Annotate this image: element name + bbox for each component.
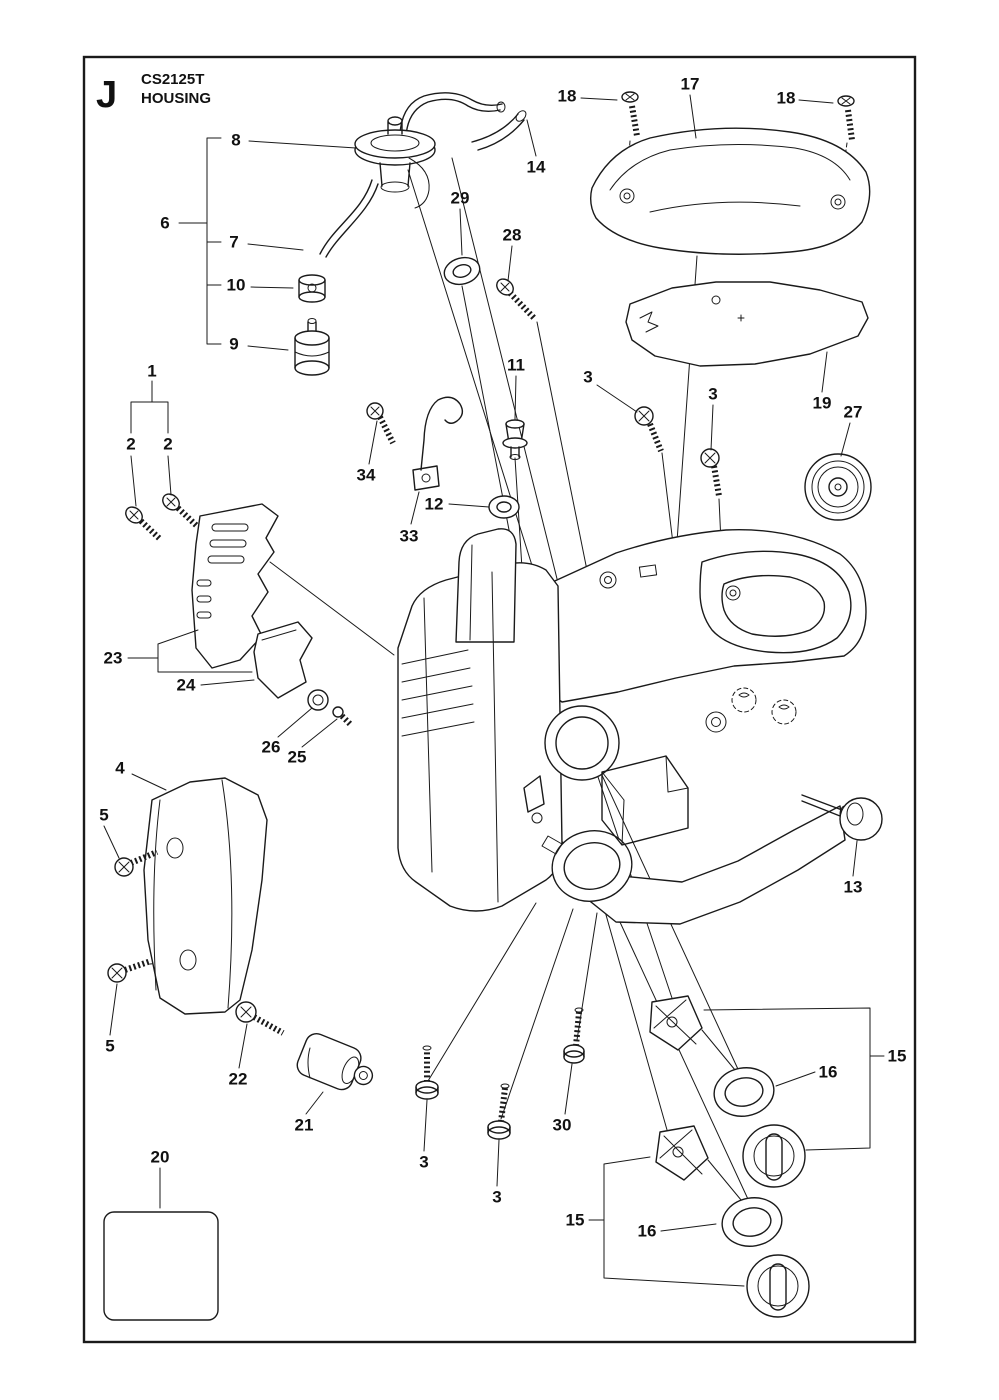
part-label-3-top-right: 3 [708, 385, 717, 404]
part-label-18-right: 18 [777, 89, 796, 108]
part-label-15-right: 15 [888, 1047, 907, 1066]
part-label-27: 27 [844, 403, 863, 422]
part-label-2-left: 2 [126, 435, 135, 454]
part-label-24: 24 [177, 676, 196, 695]
part-label-18-left: 18 [558, 87, 577, 106]
part-label-4: 4 [115, 759, 125, 778]
part-label-25: 25 [288, 748, 307, 767]
part-label-21: 21 [295, 1116, 314, 1135]
part-label-19: 19 [813, 394, 832, 413]
part-4-cover-drawing [143, 777, 268, 1015]
part-label-3-bottom-mid: 3 [492, 1188, 501, 1207]
mount-set-lower-drawing [655, 1125, 810, 1318]
part-label-9: 9 [229, 335, 238, 354]
leader-lines [103, 94, 885, 1287]
part-label-34: 34 [357, 466, 376, 485]
part-22-screw-drawing [235, 1001, 285, 1036]
part-2-screw-left-drawing [125, 506, 164, 543]
part-label-28: 28 [503, 226, 522, 245]
part-label-33: 33 [400, 527, 419, 546]
part-13-plug-drawing [839, 797, 883, 841]
part-label-5-bottom: 5 [105, 1037, 114, 1056]
part-label-16-left: 16 [638, 1222, 657, 1241]
part-label-26: 26 [262, 738, 281, 757]
part-20-decal-drawing [103, 1211, 219, 1321]
part-29-grommet-drawing [443, 256, 481, 286]
part-label-1: 1 [147, 362, 156, 381]
part-label-5-top: 5 [99, 806, 108, 825]
part-28-screw-drawing [496, 278, 537, 321]
part-33-lever-drawing [412, 396, 464, 491]
part-label-15-left: 15 [566, 1211, 585, 1230]
part-25-screw-drawing [332, 706, 354, 728]
part-label-29: 29 [451, 189, 470, 208]
part-label-14: 14 [527, 158, 546, 177]
main-housing-drawing [397, 528, 867, 925]
part-23-plate-drawing [191, 503, 279, 669]
part-label-20: 20 [151, 1148, 170, 1167]
part-label-22: 22 [229, 1070, 248, 1089]
part-2-screw-right-drawing [162, 493, 201, 530]
page-title: HOUSING [141, 90, 211, 107]
part-11-valve-drawing [502, 419, 528, 460]
part-label-12: 12 [425, 495, 444, 514]
part-label-30: 30 [553, 1116, 572, 1135]
part-label-13: 13 [844, 878, 863, 897]
part-label-3-top-left: 3 [583, 368, 592, 387]
part-label-6: 6 [160, 214, 169, 233]
handlebar-fuel-cap-drawing [294, 92, 527, 376]
part-label-2-right: 2 [163, 435, 172, 454]
part-27-cap-drawing [804, 453, 872, 521]
part-26-bushing-drawing [307, 689, 329, 711]
part-label-3-bottom-left: 3 [419, 1153, 428, 1172]
part-5-screw-bottom-drawing [107, 958, 152, 983]
part-3-screw-bottom-left-drawing [415, 1045, 439, 1100]
part-24-bracket-drawing [253, 621, 313, 699]
section-letter: J [96, 74, 117, 116]
part-21-damper-drawing [296, 1032, 374, 1091]
part-label-16-right: 16 [819, 1063, 838, 1082]
part-label-23: 23 [104, 649, 123, 668]
part-30-screw-drawing [563, 1007, 585, 1064]
part-12-grommet-drawing [488, 495, 520, 519]
part-18-screw-right-drawing [837, 95, 855, 141]
model-code: CS2125T [141, 71, 204, 88]
part-34-screw-drawing [366, 402, 396, 445]
part-label-11: 11 [507, 356, 525, 375]
part-label-8: 8 [231, 131, 240, 150]
part-3-screw-top-left-drawing [634, 406, 664, 453]
part-3-screw-bottom-mid-drawing [487, 1083, 511, 1140]
part-18-screw-left-drawing [621, 91, 640, 137]
part-3-screw-top-right-drawing [700, 448, 722, 497]
part-label-10: 10 [227, 276, 246, 295]
part-label-7: 7 [229, 233, 238, 252]
part-label-17: 17 [681, 75, 700, 94]
part-17-cover-drawing [589, 127, 871, 255]
mount-set-upper-drawing [649, 995, 806, 1188]
part-19-plate-drawing [625, 281, 869, 367]
part-5-screw-top-drawing [114, 849, 159, 877]
